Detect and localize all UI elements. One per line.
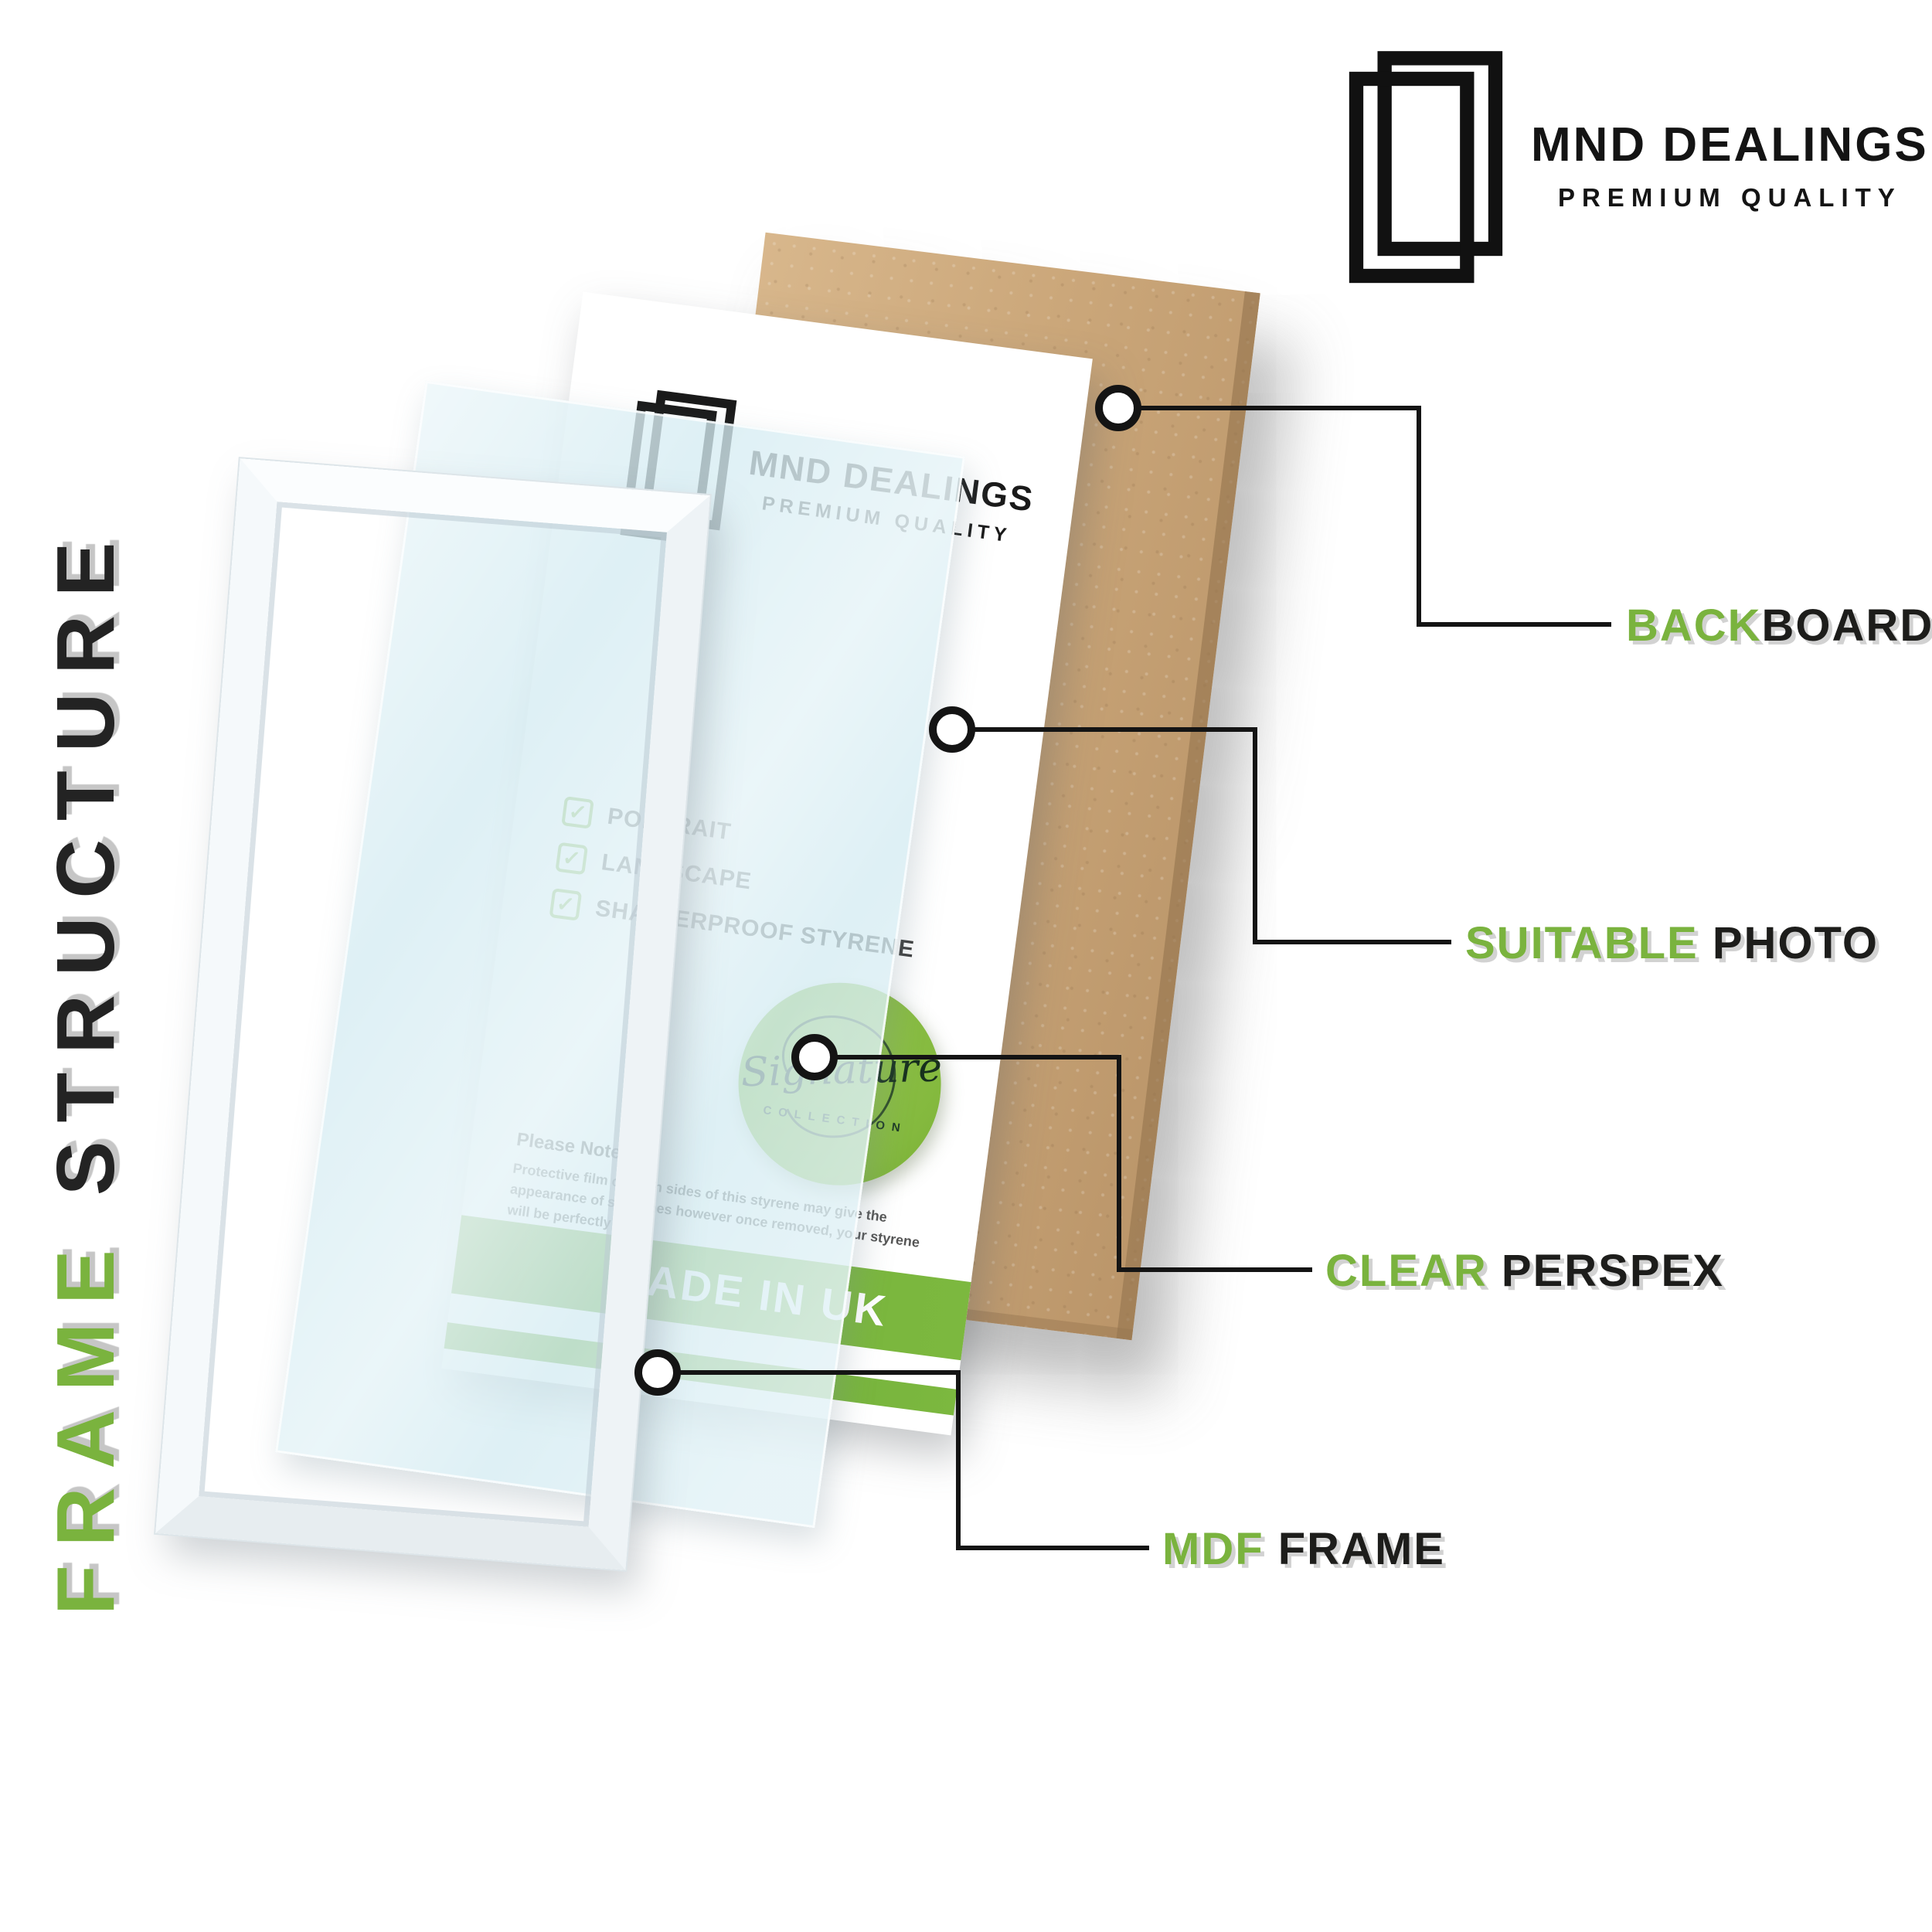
side-title-frame: FRAME	[40, 1231, 131, 1615]
layer-mdf-frame	[155, 458, 710, 1570]
label-backboard-rest: BOARD	[1761, 600, 1932, 651]
label-suitable-photo: SUITABLE PHOTO	[1465, 917, 1879, 969]
label-clear-perspex-rest: PERSPEX	[1501, 1246, 1724, 1296]
label-backboard: BACKBOARD	[1626, 600, 1932, 651]
label-suitable-photo-rest: PHOTO	[1712, 918, 1879, 968]
label-mdf-frame-accent: MDF	[1162, 1524, 1278, 1574]
label-mdf-frame-rest: FRAME	[1277, 1524, 1445, 1574]
side-title: FRAME STRUCTURE	[40, 523, 131, 1615]
label-backboard-accent: BACK	[1626, 600, 1762, 651]
label-suitable-photo-accent: SUITABLE	[1465, 918, 1713, 968]
label-mdf-frame: MDF FRAME	[1162, 1523, 1445, 1575]
label-clear-perspex: CLEAR PERSPEX	[1325, 1245, 1724, 1297]
brand-name: MND DEALINGS	[1531, 118, 1929, 172]
side-title-structure: STRUCTURE	[40, 523, 131, 1196]
brand-tagline: PREMIUM QUALITY	[1557, 183, 1902, 212]
brand-logo: MND DEALINGS PREMIUM QUALITY	[1349, 48, 1929, 287]
label-clear-perspex-accent: CLEAR	[1325, 1246, 1502, 1296]
double-frame-icon	[1349, 51, 1503, 284]
brand-text: MND DEALINGS PREMIUM QUALITY	[1531, 117, 1929, 213]
